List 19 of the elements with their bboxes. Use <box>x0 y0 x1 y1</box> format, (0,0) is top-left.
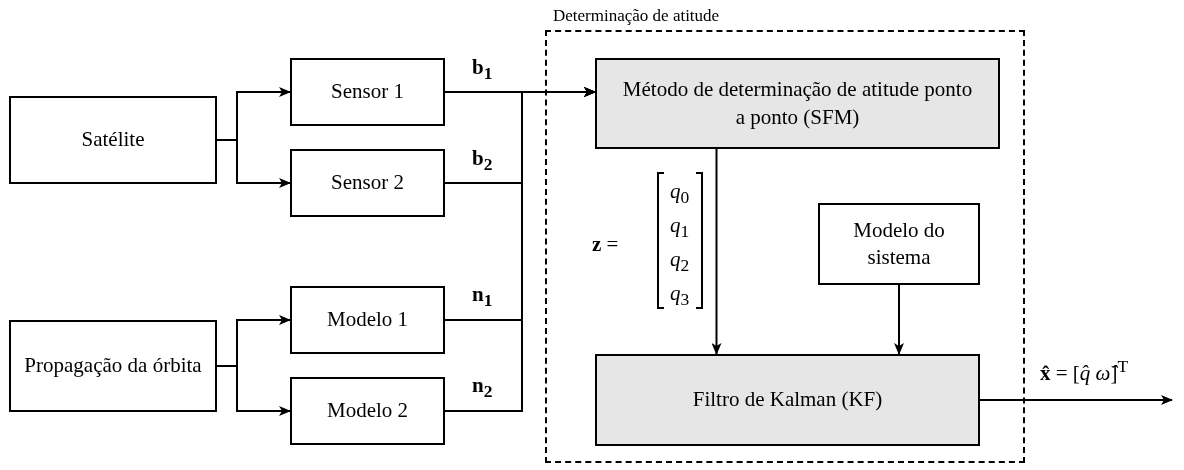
process-box: Método de determinação de atitude ponto a ponto (SFM) <box>595 58 1000 149</box>
process-box: Modelo 2 <box>290 377 445 445</box>
process-box: Modelo do sistema <box>818 203 980 285</box>
matrix-entry: q$_{1}$ <box>669 214 691 242</box>
arrow <box>894 284 904 355</box>
arrow <box>979 395 1173 405</box>
matrix-entry: q$_{3}$ <box>669 282 691 310</box>
process-box: Modelo 1 <box>290 286 445 354</box>
process-box: Sensor 2 <box>290 149 445 217</box>
process-box: Satélite <box>9 96 217 184</box>
matrix-entry: q$_{0}$ <box>669 180 691 208</box>
process-box: Propagação da órbita <box>9 320 217 412</box>
matrix-entry: q$_{2}$ <box>669 248 691 276</box>
arrow <box>216 365 291 416</box>
process-box: Sensor 1 <box>290 58 445 126</box>
arrow <box>711 148 722 355</box>
arrow <box>444 87 596 412</box>
group-heading: Determinação de atitude <box>553 6 720 26</box>
process-box: Filtro de Kalman (KF) <box>595 354 980 446</box>
